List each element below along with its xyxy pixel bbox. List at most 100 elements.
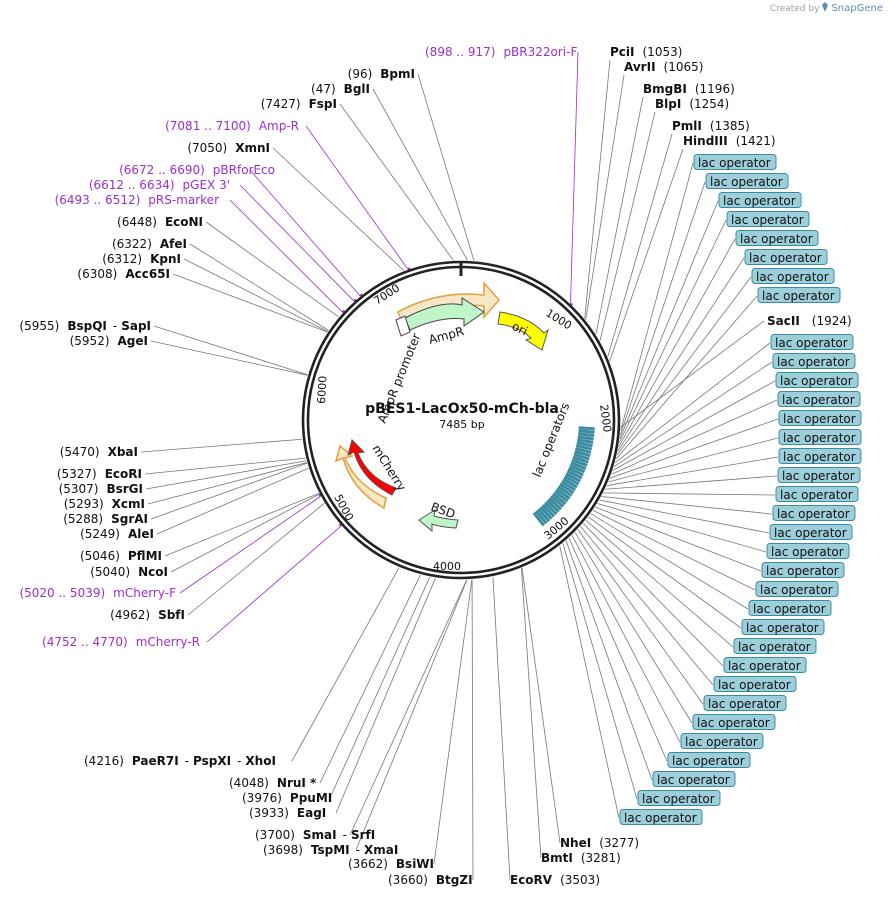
primer-mcherry-r[interactable]: (4752 .. 4770)mCherry-R	[42, 635, 200, 649]
connector-line	[616, 276, 752, 455]
enzyme-site-tspmi-xmai[interactable]: (3698)TspMI-XmaI	[263, 843, 398, 857]
connector-line	[595, 96, 644, 335]
credit-brand: SnapGene	[831, 3, 883, 14]
lac-operator-box[interactable]: lac operator	[733, 638, 817, 655]
enzyme-site-avrii[interactable]: AvrII(1065)	[624, 60, 703, 74]
enzyme-site-bpmi[interactable]: (96)BpmI	[348, 67, 415, 81]
connector-line	[620, 320, 765, 428]
lac-operator-box[interactable]: lac operator	[751, 268, 835, 285]
lac-operator-label: lac operator	[642, 792, 715, 806]
primer-prs-marker[interactable]: (6493 .. 6512)pRS-marker	[55, 193, 219, 207]
lac-operator-mark	[541, 503, 556, 518]
connector-line	[588, 516, 742, 629]
enzyme-site-sacii[interactable]: SacII(1924)	[767, 314, 852, 328]
lac-operator-box[interactable]: lac operator	[757, 287, 841, 304]
lac-operator-box[interactable]: lac operator	[680, 733, 764, 750]
lac-operator-box[interactable]: lac operator	[772, 353, 856, 370]
primer-mcherry-f[interactable]: (5020 .. 5039)mCherry-F	[19, 586, 176, 600]
connector-line	[613, 361, 773, 467]
lac-operator-box[interactable]: lac operator	[775, 486, 859, 503]
lac-operator-box[interactable]: lac operator	[778, 429, 862, 446]
enzyme-site-bmti[interactable]: BmtI(3281)	[541, 851, 621, 865]
enzyme-site-afei[interactable]: (6322)AfeI	[112, 237, 187, 251]
lac-operator-box[interactable]: lac operator	[705, 173, 789, 190]
lac-operator-mark	[560, 480, 577, 492]
lac-operator-label: lac operator	[718, 678, 791, 692]
lac-operator-box[interactable]: lac operator	[778, 448, 862, 465]
enzyme-site-bsiwi[interactable]: (3662)BsiWI	[348, 857, 434, 871]
connector-line	[164, 493, 319, 557]
lac-operator-mark	[573, 452, 590, 461]
lac-operator-box[interactable]: lac operator	[769, 524, 853, 541]
connector-line	[577, 529, 704, 705]
enzyme-site-sgrai[interactable]: (5288)SgrAI	[63, 512, 148, 526]
lac-operator-box[interactable]: lac operator	[718, 192, 802, 209]
lac-operator-box[interactable]: lac operator	[761, 562, 845, 579]
enzyme-site-pflmi[interactable]: (5046)PflMI	[80, 549, 162, 563]
lac-operator-box[interactable]: lac operator	[637, 790, 721, 807]
lac-operator-label: lac operator	[777, 355, 850, 369]
lac-operator-box[interactable]: lac operator	[723, 657, 807, 674]
enzyme-site-pcii[interactable]: PciI(1053)	[610, 45, 682, 59]
enzyme-site-agei[interactable]: (5952)AgeI	[70, 334, 148, 348]
lac-operator-box[interactable]: lac operator	[726, 211, 810, 228]
enzyme-site-econi[interactable]: (6448)EcoNI	[117, 215, 203, 229]
connector-line	[568, 537, 668, 762]
lac-operator-box[interactable]: lac operator	[741, 619, 825, 636]
enzyme-site-paer7i-pspxi-xhoi[interactable]: (4216)PaeR7I-PspXI-XhoI	[84, 754, 276, 768]
enzyme-site-xcmi[interactable]: (5293)XcmI	[64, 497, 145, 511]
primer-pbr322ori-f[interactable]: (898 .. 917)pBR322ori-F	[425, 45, 577, 59]
lac-operator-box[interactable]: lac operator	[755, 581, 839, 598]
enzyme-site-bspqi-sapi[interactable]: (5955)BspQI-SapI	[19, 319, 151, 333]
lac-operator-box[interactable]: lac operator	[619, 809, 703, 826]
lac-operator-box[interactable]: lac operator	[744, 249, 828, 266]
primer-amp-r[interactable]: (7081 .. 7100)Amp-R	[165, 119, 299, 133]
lac-operator-box[interactable]: lac operator	[766, 543, 850, 560]
primer-pgex-3[interactable]: (6612 .. 6634)pGEX 3'	[89, 178, 230, 192]
enzyme-site-ncoi[interactable]: (5040)NcoI	[90, 565, 168, 579]
enzyme-site-xmni[interactable]: (7050)XmnI	[187, 141, 270, 155]
connector-line	[619, 181, 706, 435]
enzyme-site-fspi[interactable]: (7427)FspI	[261, 97, 337, 111]
enzyme-site-bmgbi[interactable]: BmgBI(1196)	[643, 82, 735, 96]
connector-line	[571, 535, 681, 743]
lac-operator-box[interactable]: lac operator	[772, 505, 856, 522]
enzyme-site-eagi[interactable]: (3933)EagI	[249, 806, 326, 820]
enzyme-site-ecori[interactable]: (5327)EcoRI	[57, 467, 142, 481]
enzyme-site-kpni[interactable]: (6312)KpnI	[102, 252, 181, 266]
lac-operator-box[interactable]: lac operator	[692, 714, 776, 731]
lac-operator-box[interactable]: lac operator	[735, 230, 819, 247]
lac-operator-box[interactable]: lac operator	[777, 391, 861, 408]
ori-feature: ori	[497, 311, 549, 351]
lac-operator-box[interactable]: lac operator	[652, 771, 736, 788]
enzyme-site-acc65i[interactable]: (6308)Acc65I	[77, 267, 170, 281]
enzyme-site-sbfi[interactable]: (4962)SbfI	[110, 608, 185, 622]
lac-operator-label: lac operator	[749, 251, 822, 265]
lac-operator-box[interactable]: lac operator	[667, 752, 751, 769]
lac-operator-box[interactable]: lac operator	[770, 334, 854, 351]
lac-operator-box[interactable]: lac operator	[778, 410, 862, 427]
enzyme-site-smai-srfi[interactable]: (3700)SmaI-SrfI	[255, 828, 375, 842]
lac-operator-mark	[557, 485, 573, 497]
lac-operator-box[interactable]: lac operator	[693, 154, 777, 171]
enzyme-site-btgzi[interactable]: (3660)BtgZI	[388, 873, 473, 887]
enzyme-site-hindiii[interactable]: HindIII(1421)	[683, 134, 776, 148]
enzyme-site-nhei[interactable]: NheI(3277)	[560, 836, 639, 850]
enzyme-site-bsrgi[interactable]: (5307)BsrGI	[59, 482, 143, 496]
lac-operator-box[interactable]: lac operator	[748, 600, 832, 617]
enzyme-site-bgli[interactable]: (47)BglI	[311, 82, 370, 96]
enzyme-site-ppumi[interactable]: (3976)PpuMI	[242, 791, 332, 805]
primer-pbrforeco[interactable]: (6672 .. 6690)pBRforEco	[119, 163, 275, 177]
enzyme-site-blpi[interactable]: BlpI(1254)	[655, 97, 729, 111]
primer-labels: (898 .. 917)pBR322ori-F (7081 .. 7100)Am…	[19, 45, 577, 649]
enzyme-site-ecorv[interactable]: EcoRV(3503)	[510, 873, 600, 887]
enzyme-site-nrui[interactable]: (4048)NruI *	[229, 776, 317, 790]
enzyme-site-alei[interactable]: (5249)AleI	[80, 527, 154, 541]
lac-operator-box[interactable]: lac operator	[775, 372, 859, 389]
lac-operator-box[interactable]: lac operator	[703, 695, 787, 712]
enzyme-site-xbai[interactable]: (5470)XbaI	[60, 445, 138, 459]
lac-operator-box[interactable]: lac operator	[777, 467, 861, 484]
lac-operator-box[interactable]: lac operator	[713, 676, 797, 693]
enzyme-site-pmli[interactable]: PmlI(1385)	[672, 119, 750, 133]
lac-operator-label: lac operator	[782, 469, 855, 483]
